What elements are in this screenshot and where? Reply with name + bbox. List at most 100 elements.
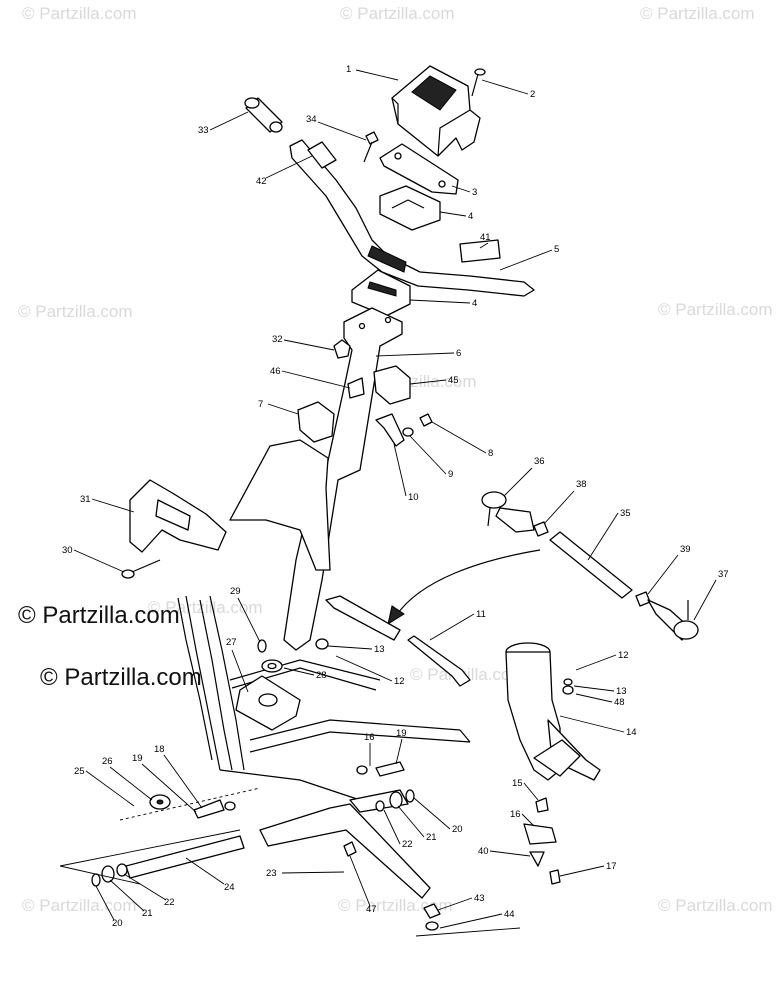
callout-13: 13 (616, 686, 627, 697)
callout-2: 2 (530, 89, 535, 100)
callout-4: 4 (472, 298, 477, 309)
collar-46 (347, 377, 365, 399)
handlebar-pad (391, 65, 481, 157)
callout-8: 8 (488, 448, 493, 459)
callout-6: 6 (456, 348, 461, 359)
callout-16: 16 (364, 732, 375, 743)
frame (177, 595, 471, 801)
jam-nut-39 (635, 591, 651, 607)
callout-4: 4 (468, 211, 473, 222)
washer-9 (402, 427, 414, 437)
callout-11: 11 (476, 609, 486, 620)
callout-16: 16 (510, 809, 521, 820)
callout-42: 42 (256, 176, 267, 187)
callout-46: 46 (270, 366, 281, 377)
direction-arrow (387, 549, 541, 626)
spindle (505, 642, 601, 781)
leader-lines (73, 69, 717, 929)
callout-28: 28 (316, 670, 327, 681)
tie-rod (549, 531, 633, 599)
callout-35: 35 (620, 508, 631, 519)
nut-13 (315, 638, 574, 695)
callout-18: 18 (154, 744, 165, 755)
callout-19: 19 (396, 728, 407, 739)
shaft-24 (125, 835, 245, 879)
callout-19: 19 (132, 753, 143, 764)
callout-23: 23 (266, 868, 277, 879)
decal-42 (307, 141, 337, 169)
lower-handlebar-clamp (351, 269, 411, 317)
callout-39: 39 (680, 544, 691, 555)
callout-47: 47 (366, 904, 377, 915)
steering-support (229, 439, 331, 571)
grease-fitting-47 (343, 841, 357, 857)
callout-14: 14 (626, 727, 637, 738)
callout-20: 20 (112, 918, 123, 929)
callout-34: 34 (306, 114, 317, 125)
callout-5: 5 (554, 244, 559, 255)
callout-26: 26 (102, 756, 113, 767)
pin-29 (257, 639, 267, 653)
upper-handlebar-clamp (379, 185, 441, 231)
callout-3: 3 (472, 187, 477, 198)
bushings-lower-left (91, 863, 128, 887)
callout-32: 32 (272, 334, 283, 345)
callout-12: 12 (618, 650, 629, 661)
callout-1: 1 (346, 64, 351, 75)
clamp-plate (379, 143, 459, 195)
rod-end-36 (481, 491, 535, 533)
callout-40: 40 (478, 846, 489, 857)
callout-13: 13 (374, 644, 385, 655)
callout-36: 36 (534, 456, 545, 467)
washer-26 (149, 794, 171, 810)
rod-end-37 (647, 599, 699, 641)
watermark: © Partzilla.com (338, 896, 453, 915)
nut-43 (423, 903, 441, 931)
bushing-7 (297, 401, 335, 443)
callout-labels: 1 2 3 4 4 5 6 7 8 9 10 11 12 12 13 13 14… (62, 64, 729, 929)
ball-joint (523, 797, 561, 885)
callout-41: 41 (480, 232, 491, 243)
watermark: © Partzilla.com (22, 4, 137, 23)
bolt-18 (193, 799, 236, 819)
watermark: © Partzilla.com (658, 300, 773, 319)
watermark: © Partzilla.com (22, 896, 137, 915)
washer-28 (261, 659, 283, 673)
callout-38: 38 (576, 479, 587, 490)
clamp-bolt (363, 131, 379, 163)
callout-9: 9 (448, 469, 453, 480)
bolt-30 (121, 559, 161, 579)
callout-20: 20 (452, 824, 463, 835)
jam-nut-38 (533, 521, 549, 537)
watermark: © Partzilla.com (410, 665, 525, 684)
bracket-10 (375, 413, 405, 447)
handlebar-grip (244, 97, 283, 133)
callout-22: 22 (164, 897, 175, 908)
callout-25: 25 (74, 766, 85, 777)
callout-17: 17 (606, 861, 617, 872)
callout-31: 31 (80, 494, 91, 505)
bolt-19 (356, 761, 405, 777)
pad-screw (471, 68, 486, 97)
watermark: © Partzilla.com (148, 598, 263, 617)
callout-15: 15 (512, 778, 523, 789)
watermark: © Partzilla.com (640, 4, 755, 23)
guide-lines (59, 787, 521, 937)
bushings-lower-right (375, 789, 415, 812)
callout-30: 30 (62, 545, 73, 556)
bushing-45 (373, 365, 411, 405)
callout-45: 45 (448, 375, 459, 386)
bracket-31 (129, 479, 227, 553)
callout-22: 22 (402, 839, 413, 850)
callout-12: 12 (394, 676, 405, 687)
callout-48: 48 (614, 697, 625, 708)
callout-33: 33 (198, 125, 209, 136)
decal-41 (459, 239, 501, 263)
watermark: © Partzilla.com (658, 896, 773, 915)
brand-logo-text: © Partzilla.com (18, 602, 180, 629)
callout-10: 10 (408, 492, 419, 503)
callout-21: 21 (426, 832, 437, 843)
callout-29: 29 (230, 586, 241, 597)
